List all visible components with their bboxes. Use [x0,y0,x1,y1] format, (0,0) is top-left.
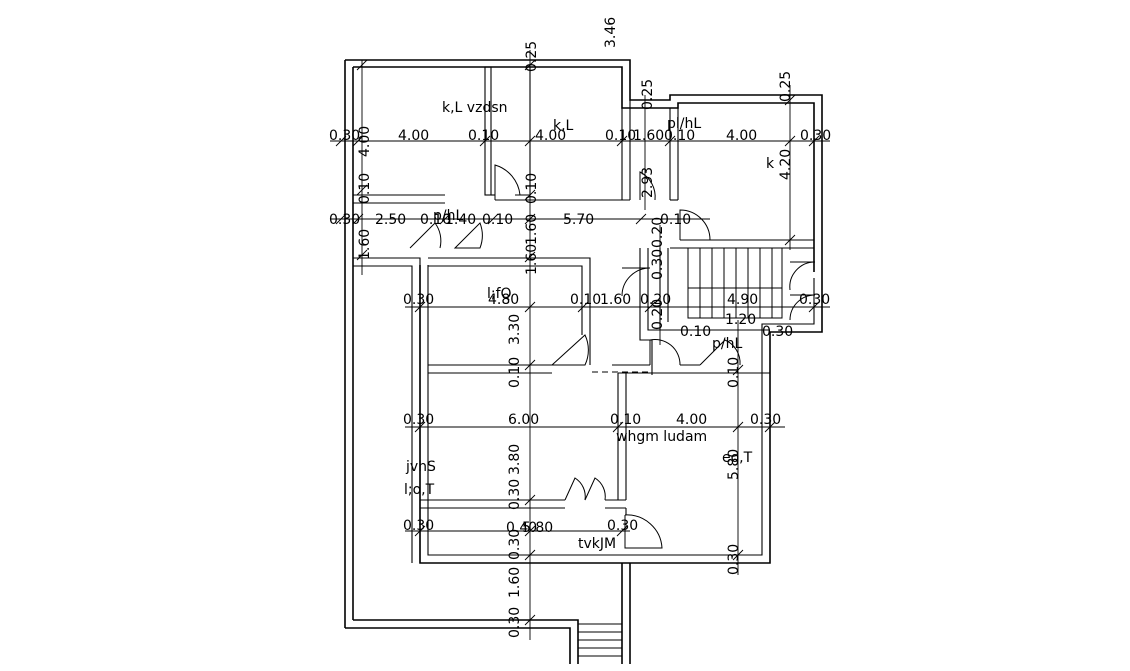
dim-label: 6.00 [508,412,539,428]
dim-label: 0.30 [403,292,434,308]
dim-label: 0.30 [507,607,523,638]
room-label: pl/hL [667,116,701,132]
dim-label: 0.30 [726,544,742,575]
dim-label: 0.25 [778,71,794,102]
dim-label: 0.30 [800,128,831,144]
dim-label: 1.20 [725,312,756,328]
dim-label: 1.40 [445,212,476,228]
room-label: p/hL [712,336,742,352]
dim-label: 0.10 [610,412,641,428]
dim-label: 4.90 [727,292,758,308]
dim-label: 0.25 [640,79,656,110]
door-swings [409,164,816,549]
dim-label: 0.30 [762,324,793,340]
dim-label: 1.60 [600,292,631,308]
dim-label: 0.30 [329,128,360,144]
dim-label: 0.10 [660,212,691,228]
stair-entry [578,623,622,657]
stair-main [687,247,783,319]
dim-label: 0.20 [650,217,666,248]
dim-label: 1.60 [507,567,523,598]
dim-label: 4.00 [357,126,373,157]
outer-walls [344,59,823,664]
dim-label: 3.46 [603,17,619,48]
room-label: l;o,T [404,482,435,498]
dim-label: 0.25 [524,41,540,72]
dim-label: 4.00 [398,128,429,144]
dim-label: 0.30 [403,518,434,534]
dim-label: 3.80 [507,444,523,475]
dim-label: 0.10 [468,128,499,144]
dim-label: 0.10 [605,128,636,144]
dim-label: 0.20 [640,292,671,308]
dim-label: 0.10 [357,173,373,204]
dim-label: 0.30 [507,529,523,560]
dim-label: 2.50 [375,212,406,228]
room-label: k,L vzdsn [442,100,508,116]
room-label: l;fQ [487,286,512,302]
dim-label: 4.00 [535,128,566,144]
dim-label: 0.10 [726,357,742,388]
dim-label: 1.60 [524,244,540,275]
dimension-lines [330,50,830,640]
dim-label: 4.20 [778,149,794,180]
room-label: k,L [553,118,574,134]
room-labels: k,L vzdsn k,L pl/hL k l;fQ p/hL whgm lud… [404,100,775,552]
dim-label: 3.30 [507,314,523,345]
room-label: tvkJM [578,536,616,552]
room-label: eo,T [722,450,753,466]
dim-label: 0.30 [607,518,638,534]
dim-label: 0.30 [650,249,666,280]
dim-label: 0.10 [482,212,513,228]
dim-label: 2.93 [640,167,656,198]
dim-label: 0.30 [329,212,360,228]
dim-label: 0.30 [403,412,434,428]
room-label: jvhS [405,459,436,475]
dim-label: 0.30 [799,292,830,308]
dim-label: 0.30 [750,412,781,428]
room-label: p/hL [433,208,463,224]
dim-label: 0.10 [524,173,540,204]
room-label: whgm ludam [616,429,707,445]
dimension-labels: 3.46 0.25 0.25 0.25 0.30 4.00 0.10 4.00 … [329,17,831,638]
dim-label: 5.80 [726,449,742,480]
dim-label: 4.00 [726,128,757,144]
dim-label: 0.10 [680,324,711,340]
dim-label: 0.10 [570,292,601,308]
dim-label: 1.60 [633,128,664,144]
dim-label: 5.70 [563,212,594,228]
dim-label: 0.20 [650,299,666,330]
hidden-lines [430,371,650,564]
dim-label: 4.80 [488,292,519,308]
dim-label: 0.30 [507,479,523,510]
dim-label: 4.00 [676,412,707,428]
dim-label: 5.80 [522,520,553,536]
dim-label: 0.10 [420,212,451,228]
room-label: k [766,156,775,172]
dim-label: 1.60 [524,214,540,245]
dim-label: 0.10 [664,128,695,144]
dim-label: 0.40 [506,520,537,536]
dim-label: 1.60 [357,229,373,260]
dim-label: 0.10 [507,357,523,388]
